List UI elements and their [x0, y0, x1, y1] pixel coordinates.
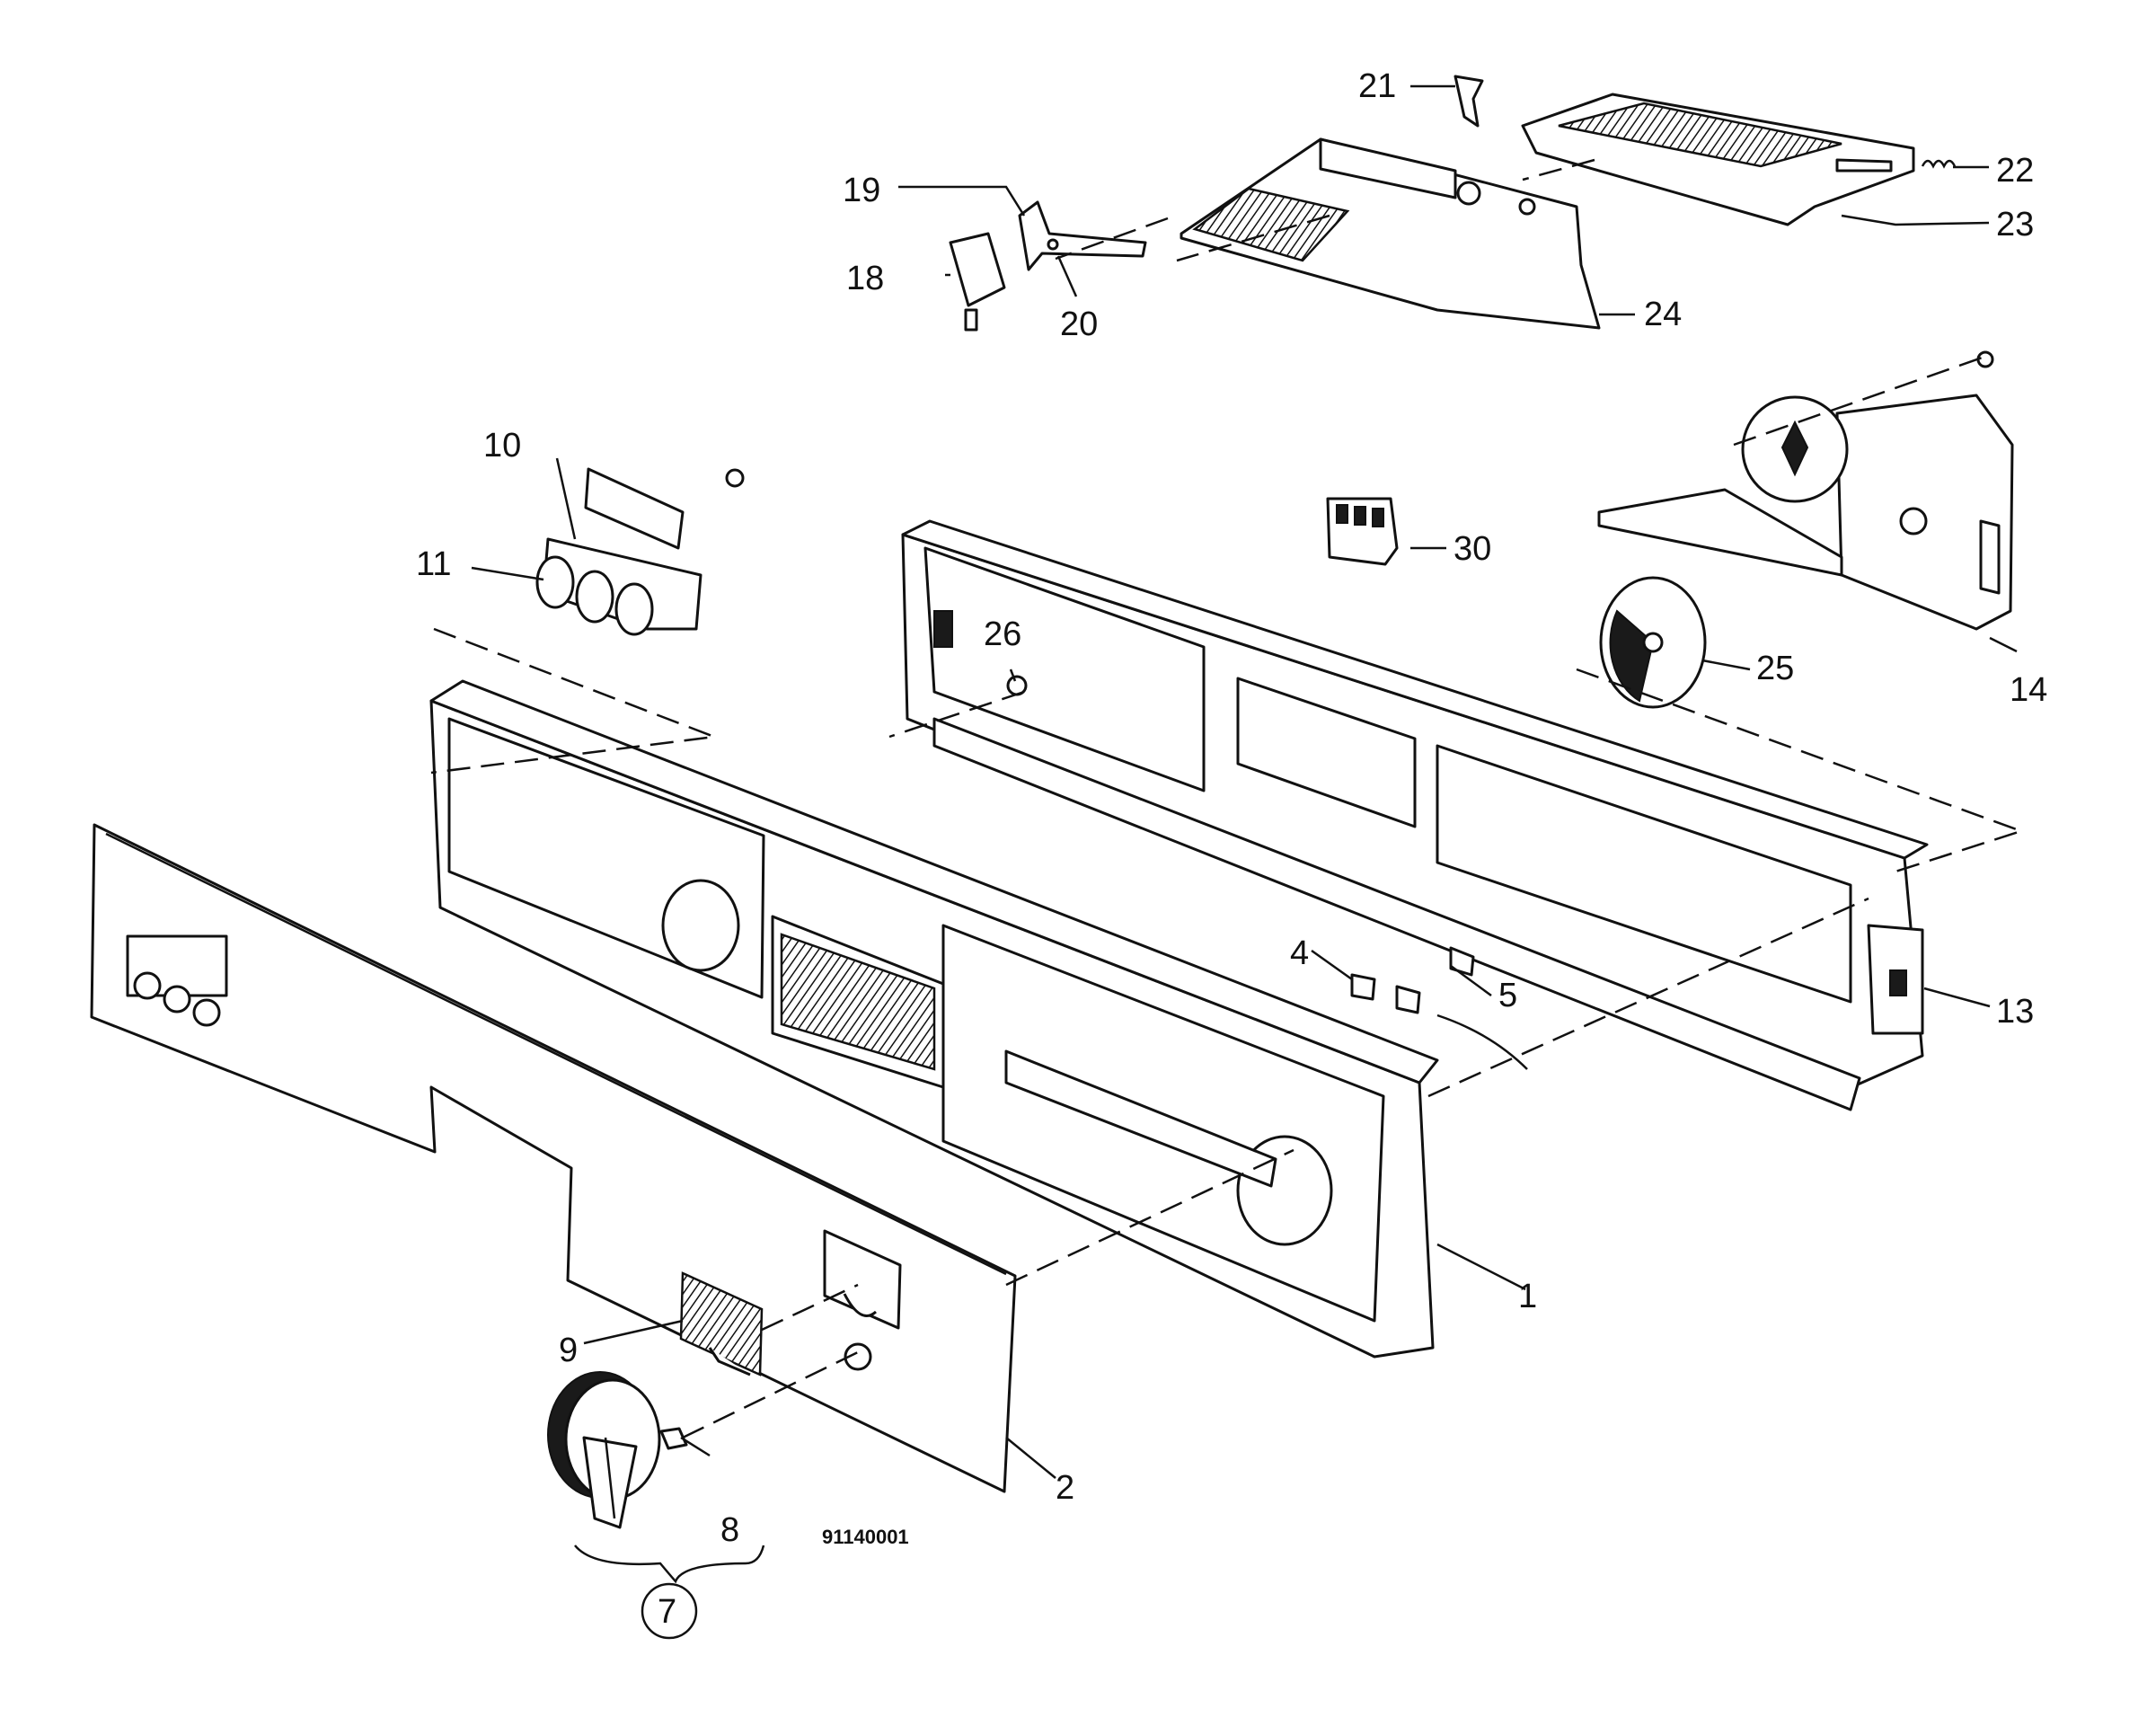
callout-9: 9	[559, 1332, 578, 1369]
rear-frame	[901, 519, 1929, 1111]
pushbutton-switch-bank	[535, 467, 745, 636]
terminal-connector	[1326, 497, 1399, 566]
callout-1: 1	[1518, 1278, 1537, 1315]
assembly-callout-7: 7	[641, 1582, 698, 1640]
control-panel-housing	[429, 679, 1439, 1359]
callout-5: 5	[1498, 977, 1517, 1014]
callout-labels: 1 2 4 5 8 9 10 11 13 14 18 19 20 21 22 2…	[416, 67, 2047, 1549]
callout-11: 11	[416, 545, 451, 583]
timer-dial	[1599, 576, 1707, 709]
callout-20: 20	[1060, 305, 1098, 343]
callout-21: 21	[1358, 67, 1396, 105]
callout-23: 23	[1996, 206, 2034, 243]
control-knob	[547, 1371, 661, 1529]
assembly-lines	[430, 158, 2025, 1439]
diagram-reference-code: 91140001	[822, 1526, 909, 1548]
panel-label	[679, 1271, 764, 1376]
callout-2: 2	[1056, 1469, 1074, 1507]
knob-insert	[659, 1427, 688, 1450]
leader-lines	[471, 84, 2018, 1584]
callout-19: 19	[843, 172, 880, 209]
callout-22: 22	[1996, 152, 2034, 190]
dispenser-cover	[1521, 93, 1915, 226]
washer	[1047, 238, 1059, 251]
switch-lever	[1018, 200, 1147, 271]
callout-14: 14	[2010, 671, 2047, 709]
spring	[1921, 159, 1957, 169]
door-switch-bracket	[1180, 137, 1601, 330]
callout-8: 8	[720, 1511, 739, 1549]
latch-pin	[1454, 75, 1484, 128]
callout-24: 24	[1644, 296, 1682, 333]
callout-30: 30	[1454, 530, 1491, 568]
callout-13: 13	[1996, 993, 2034, 1031]
callout-25: 25	[1756, 650, 1794, 687]
svg-text:7: 7	[658, 1593, 676, 1631]
program-timer	[1597, 350, 2014, 631]
callout-26: 26	[984, 615, 1021, 653]
microswitch	[949, 232, 1006, 332]
front-panel	[90, 823, 1017, 1493]
callout-18: 18	[846, 260, 884, 297]
callout-4: 4	[1290, 934, 1309, 972]
callout-10: 10	[483, 427, 521, 465]
cable-assembly	[1350, 946, 1528, 1070]
